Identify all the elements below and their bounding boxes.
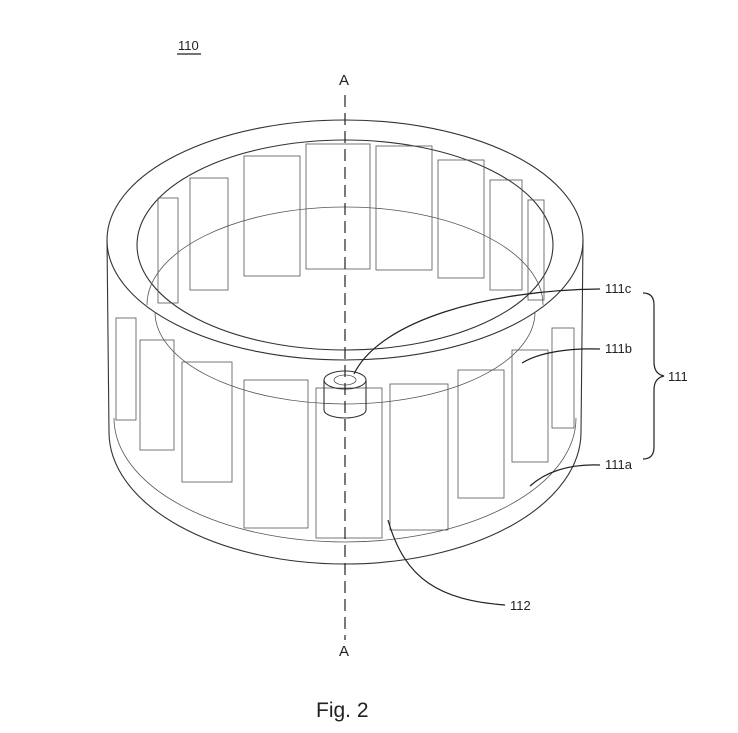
leader-111a — [529, 464, 601, 487]
back-panel — [243, 155, 301, 277]
back-panel — [375, 145, 433, 271]
front-panel — [511, 349, 549, 463]
back-panel — [189, 177, 229, 291]
back-panel — [489, 179, 523, 291]
leader-111b — [521, 348, 601, 364]
axis-label-top: A — [339, 72, 349, 89]
back-panel — [527, 199, 545, 301]
back-wall-panels — [157, 143, 545, 304]
hub-bottom — [323, 409, 367, 419]
label-112: 112 — [510, 598, 531, 613]
front-panel — [181, 361, 233, 483]
label-111c: 111c — [605, 281, 632, 296]
front-panel — [139, 339, 175, 451]
front-panel — [315, 387, 383, 539]
axis-label-bottom: A — [339, 643, 349, 660]
outer-side-right — [580, 239, 584, 433]
label-111a: 111a — [605, 457, 633, 472]
front-panel — [551, 327, 575, 429]
ref-110-label: 110 — [178, 38, 199, 53]
back-panel — [305, 143, 371, 270]
leader-111c — [353, 288, 601, 375]
figure-caption: Fig. 2 — [316, 699, 369, 722]
brace-111 — [642, 292, 665, 460]
front-panel — [243, 379, 309, 529]
outer-bottom-band — [113, 417, 577, 543]
front-wall-panels — [115, 317, 575, 539]
front-panel — [115, 317, 137, 421]
back-panel — [437, 159, 485, 279]
front-panel — [389, 383, 449, 531]
back-panel — [157, 197, 179, 304]
label-111: 111 — [668, 369, 688, 384]
outer-side-left — [106, 239, 110, 433]
label-111b: 111b — [605, 341, 632, 356]
leader-112 — [387, 519, 506, 606]
front-panel — [457, 369, 505, 499]
